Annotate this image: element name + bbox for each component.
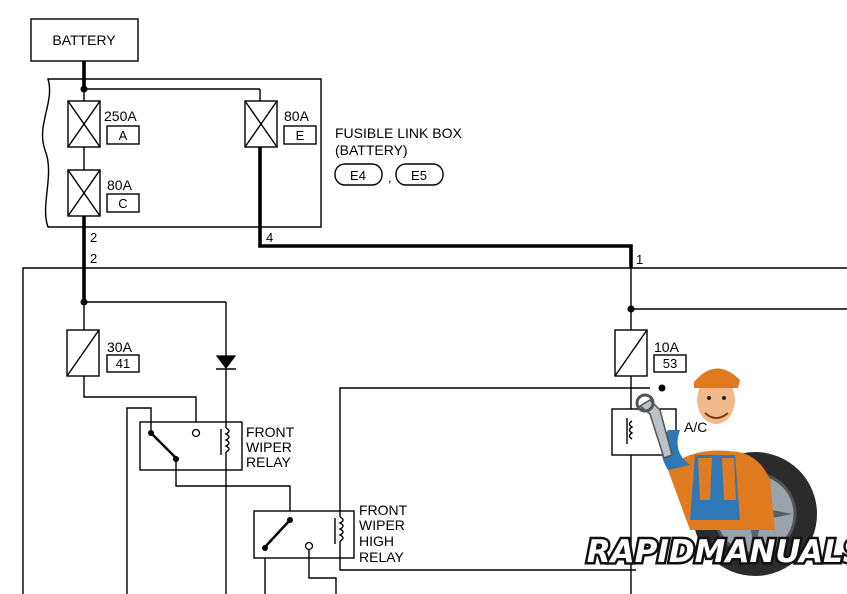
fuse-30a: 30A 41 — [66, 329, 140, 377]
fusible-link-box-outline — [41, 78, 322, 228]
terminal-4: 4 — [266, 230, 273, 245]
battery-box — [30, 18, 139, 62]
battery-label: BATTERY — [52, 32, 116, 48]
fuse-80a-c: 80A C — [67, 169, 140, 217]
ac-relay-label: A/C — [684, 419, 707, 435]
connector-e5: E5 — [395, 163, 444, 186]
fusible-link-box-subtitle: (BATTERY) — [335, 142, 408, 158]
fuse-e-output-wire — [258, 147, 633, 268]
front-wiper-high-relay-label-2: WIPER — [359, 517, 405, 533]
front-wiper-high-relay-label-3: HIGH — [359, 533, 394, 549]
fusible-link-box-title: FUSIBLE LINK BOX — [335, 125, 462, 141]
fuse-250a-rating: 250A — [104, 108, 137, 124]
fuse-250a: 250A A — [67, 100, 140, 148]
svg-text:E5: E5 — [411, 168, 427, 183]
terminal-2-top: 2 — [90, 230, 97, 245]
harness-box-outline — [22, 267, 847, 594]
fuse-80a-c-rating: 80A — [107, 177, 133, 193]
front-wiper-high-relay-label-1: FRONT — [359, 502, 408, 518]
fuse-30a-rating: 30A — [107, 339, 133, 355]
battery-block: BATTERY — [30, 18, 139, 62]
front-wiper-relay-label-1: FRONT — [246, 424, 295, 440]
diode-symbol — [215, 355, 237, 370]
brand-text: RAPIDMANUALS — [587, 534, 847, 570]
svg-text:E4: E4 — [350, 168, 366, 183]
fuse-80a-e: 80A E — [244, 100, 317, 148]
fuse-80a-e-code: E — [296, 128, 305, 143]
connector-e4: E4 — [334, 163, 383, 186]
fuse-250a-code: A — [119, 128, 128, 143]
front-wiper-relay — [139, 421, 243, 471]
fuse-10a: 10A 53 — [614, 329, 687, 377]
fuse-30a-output-wire — [83, 376, 197, 430]
fuse-80a-c-code: C — [118, 196, 127, 211]
front-wiper-high-relay — [253, 510, 355, 559]
rapidmanuals-logo: RAPIDMANUALS — [584, 368, 847, 576]
front-wiper-relay-label-2: WIPER — [246, 439, 292, 455]
cap-icon — [694, 368, 740, 388]
terminal-1: 1 — [636, 252, 643, 267]
connector-separator: , — [388, 170, 392, 185]
terminal-2-bottom: 2 — [90, 251, 97, 266]
fuse-30a-code: 41 — [116, 356, 130, 371]
fuse-10a-code: 53 — [663, 356, 677, 371]
wrench-icon — [638, 399, 673, 459]
front-wiper-high-relay-label-4: RELAY — [359, 549, 405, 565]
fuse-10a-rating: 10A — [654, 339, 680, 355]
front-wiper-relay-label-3: RELAY — [246, 454, 292, 470]
fuse-80a-e-rating: 80A — [284, 108, 310, 124]
